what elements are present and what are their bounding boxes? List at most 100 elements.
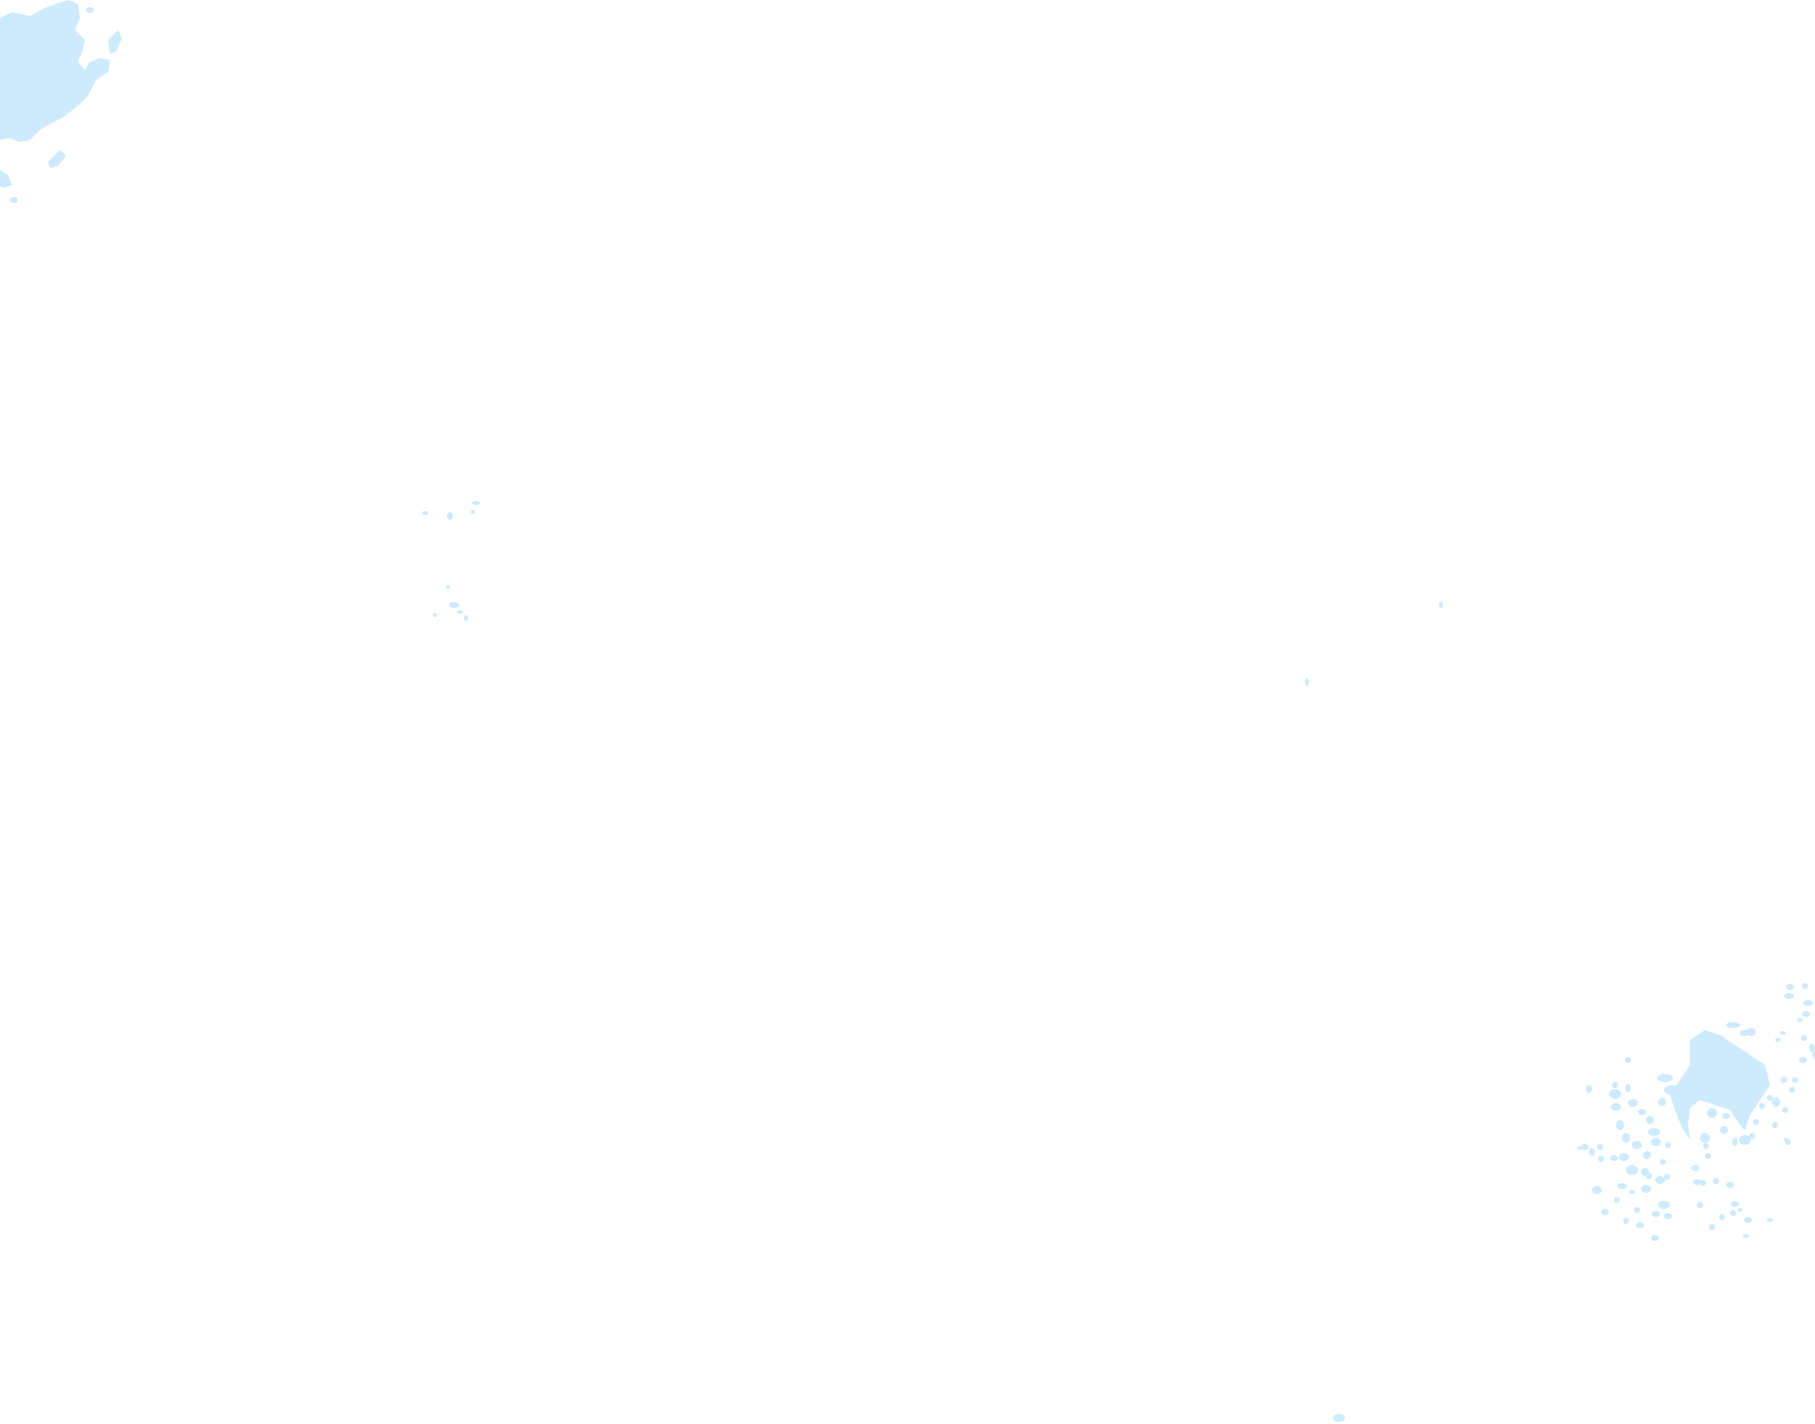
pond — [446, 585, 450, 589]
pond — [1664, 1174, 1670, 1180]
pond — [1703, 1143, 1709, 1149]
pond — [1646, 1116, 1654, 1124]
pond — [1731, 1201, 1739, 1207]
pond — [1739, 1135, 1751, 1145]
pond — [1780, 1031, 1786, 1035]
pond — [1687, 1098, 1693, 1102]
pond — [1732, 1138, 1738, 1146]
pond — [1700, 1180, 1706, 1186]
pond — [1719, 1214, 1725, 1220]
pond — [1726, 1182, 1734, 1188]
pond — [1720, 1126, 1728, 1134]
pond — [1651, 1235, 1659, 1241]
pond — [1592, 1186, 1602, 1194]
pond — [1812, 1051, 1815, 1059]
pond — [1772, 1097, 1780, 1107]
pond — [1707, 1055, 1717, 1061]
pond — [422, 511, 428, 515]
pond — [1786, 984, 1794, 990]
pond — [1623, 1218, 1629, 1224]
pond — [1625, 1057, 1631, 1063]
pond — [1614, 1197, 1620, 1203]
pond — [1597, 1144, 1603, 1150]
pond — [1784, 993, 1794, 999]
pond — [1586, 1085, 1592, 1093]
pond — [1634, 1207, 1640, 1213]
pond — [1759, 1103, 1765, 1109]
pond — [1655, 1176, 1665, 1184]
pond — [1612, 1082, 1618, 1088]
small-ponds — [422, 501, 1443, 1422]
pond — [1802, 1011, 1810, 1017]
pond — [1684, 1091, 1696, 1099]
pond — [1617, 1183, 1627, 1189]
pond — [1730, 1210, 1736, 1216]
pond — [1746, 1071, 1754, 1077]
pond — [1664, 1213, 1672, 1219]
pond — [447, 512, 453, 520]
pond — [1809, 1044, 1815, 1052]
pond — [1610, 1155, 1618, 1161]
pond — [1651, 1138, 1661, 1146]
pond — [1638, 1109, 1646, 1115]
pond — [1693, 1179, 1701, 1185]
lake-cluster-southeast — [1577, 983, 1815, 1241]
pond — [1767, 1095, 1773, 1101]
pond — [1581, 1144, 1589, 1150]
pond — [1740, 1030, 1748, 1036]
pond — [1657, 1074, 1673, 1082]
pond — [1797, 1018, 1803, 1022]
pond — [1305, 678, 1309, 686]
pond — [1726, 1022, 1740, 1028]
pond — [1589, 1148, 1595, 1156]
pond — [1737, 1208, 1743, 1212]
pond — [464, 615, 468, 621]
pond — [1789, 1087, 1795, 1093]
pond — [1609, 1089, 1621, 1099]
pond — [1803, 1000, 1813, 1006]
pond — [1660, 1159, 1666, 1165]
pond — [1333, 1414, 1345, 1422]
pond — [1802, 983, 1808, 989]
pond — [471, 510, 475, 514]
pond — [1743, 1234, 1749, 1238]
pond — [1652, 1211, 1660, 1217]
pond — [449, 602, 459, 608]
pond — [1744, 1217, 1752, 1223]
pond — [1665, 1142, 1671, 1148]
pond — [1746, 1028, 1756, 1036]
pond — [1782, 1107, 1788, 1113]
pond — [1801, 1035, 1807, 1041]
pond — [1691, 1066, 1697, 1072]
pond — [1767, 1218, 1773, 1222]
pond — [457, 610, 463, 614]
pond — [1611, 1103, 1621, 1111]
pond — [1691, 1165, 1699, 1171]
pond — [1775, 1038, 1781, 1042]
pond — [1643, 1151, 1651, 1159]
pond — [1619, 1153, 1629, 1161]
pond — [1648, 1128, 1660, 1136]
pond — [1439, 602, 1443, 608]
pond — [1713, 1178, 1719, 1184]
pond — [1577, 1146, 1583, 1150]
pond — [1658, 1098, 1666, 1106]
pond — [1722, 1113, 1730, 1119]
pond — [433, 613, 437, 617]
lake-cluster-northwest — [0, 0, 122, 203]
pond — [1685, 1077, 1691, 1083]
pond — [1705, 1153, 1711, 1159]
pond — [1704, 1033, 1712, 1041]
pond — [1626, 1165, 1638, 1175]
pond — [1658, 1201, 1670, 1209]
pond — [1601, 1209, 1609, 1215]
pond — [1632, 1141, 1642, 1149]
pond — [1616, 1120, 1624, 1130]
pond — [1799, 1057, 1807, 1063]
pond — [472, 501, 480, 505]
pond — [1772, 1122, 1778, 1128]
pond — [1792, 1077, 1798, 1083]
pond — [1629, 1190, 1635, 1194]
